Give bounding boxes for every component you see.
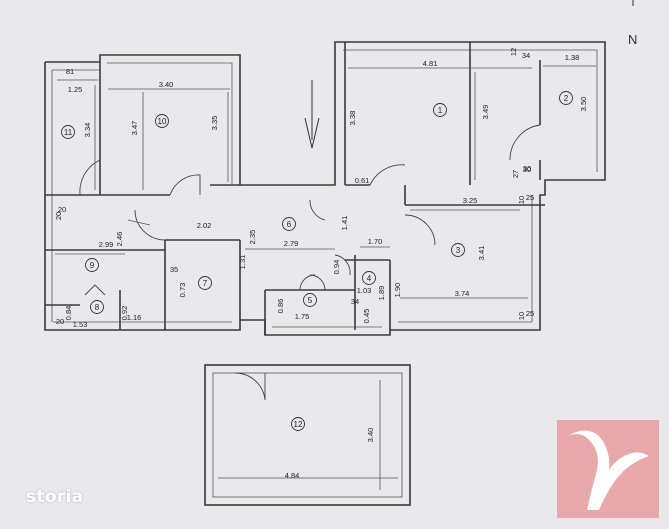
room-12-circle bbox=[291, 417, 305, 431]
outer-walls bbox=[44, 41, 606, 336]
extra-dimension-label: 25 bbox=[526, 193, 534, 202]
room-2-number: 2 bbox=[564, 94, 569, 103]
room-6-circle bbox=[282, 217, 296, 231]
room-4-dimension: 1.89 bbox=[377, 286, 386, 301]
compass-north-label: N bbox=[628, 32, 637, 47]
room-1-dimension: 3.49 bbox=[481, 105, 490, 120]
extra-dimension-label: 0.94 bbox=[332, 260, 341, 275]
room-6-dimension: 2.35 bbox=[248, 230, 257, 245]
brand-watermark: storia bbox=[26, 487, 84, 507]
logo-mark bbox=[565, 430, 649, 510]
room-3-circle bbox=[451, 243, 465, 257]
entrance-arrow bbox=[304, 80, 320, 149]
room-11-circle bbox=[61, 125, 75, 139]
room-3-dimension: 3.25 bbox=[463, 196, 478, 205]
room-3-number: 3 bbox=[456, 246, 461, 255]
room-2-circle bbox=[559, 91, 573, 105]
extra-dimension-label: 12 bbox=[509, 48, 518, 56]
room-8-number: 8 bbox=[95, 303, 100, 312]
room-9-circle bbox=[85, 258, 99, 272]
room-9-dimension: 0.92 bbox=[120, 306, 129, 321]
room-11-dimension: 3.34 bbox=[83, 123, 92, 138]
room-11-dimension: 1.25 bbox=[68, 85, 83, 94]
room-1-dimension: 3.38 bbox=[348, 111, 357, 126]
extra-dimension-label: 10 bbox=[517, 312, 526, 320]
dimension-labels: 4.81 3.49 3.38 1.38 3.50 3.25 3.41 3.74 1.90 1.03… bbox=[54, 48, 588, 480]
extra-dimension-label: 20 bbox=[56, 317, 64, 326]
room-9-number: 9 bbox=[90, 261, 95, 270]
room-2-dimension: 3.50 bbox=[579, 97, 588, 112]
room-1-number: 1 bbox=[438, 106, 443, 115]
room-2-dimension: 1.38 bbox=[565, 53, 580, 62]
room-12-dimension: 4.84 bbox=[285, 471, 300, 480]
extra-dimension-label: 35 bbox=[170, 265, 178, 274]
room-8-dimension: 1.53 bbox=[73, 320, 88, 329]
dimension-lines bbox=[55, 65, 596, 490]
room-5-dimension: 1.75 bbox=[295, 312, 310, 321]
room-3-dimension: 3.74 bbox=[455, 289, 470, 298]
room-9-dimension: 2.46 bbox=[115, 232, 124, 247]
room-10-dimension: 3.47 bbox=[130, 121, 139, 136]
room-5-circle bbox=[303, 293, 317, 307]
storia-logo bbox=[557, 420, 659, 518]
interior-walls bbox=[45, 42, 545, 335]
room-11-number: 11 bbox=[64, 128, 73, 137]
room-10-number: 10 bbox=[158, 117, 167, 126]
extra-dimension-label: 30 bbox=[523, 164, 531, 173]
room-12-number: 12 bbox=[294, 420, 303, 429]
room-6-dimension: 1.31 bbox=[238, 255, 247, 270]
room-1-dimension: 4.81 bbox=[423, 59, 438, 68]
extra-dimension-label: 20 bbox=[54, 212, 63, 220]
room-number-circles bbox=[61, 91, 573, 431]
room-10-dimension: 3.40 bbox=[159, 80, 174, 89]
extra-dimension-label: 10 bbox=[517, 196, 526, 204]
room-8-dimension: 0.84 bbox=[64, 306, 73, 321]
room-8-circle bbox=[90, 300, 104, 314]
room-4-circle bbox=[362, 271, 376, 285]
extra-dimension-label: 0.45 bbox=[362, 309, 371, 324]
extra-dimension-label: 81 bbox=[66, 67, 74, 76]
room-4-number: 4 bbox=[367, 274, 372, 283]
room-3-dimension: 1.90 bbox=[393, 283, 402, 298]
extra-dimension-label: 34 bbox=[522, 51, 530, 60]
extra-dimension-label: 34 bbox=[351, 297, 359, 306]
room-12-dimension: 3.40 bbox=[366, 428, 375, 443]
extra-dimension-label: 20 bbox=[58, 205, 66, 214]
room-5-number: 5 bbox=[308, 296, 313, 305]
extra-dimension-label: 25 bbox=[526, 309, 534, 318]
room-3-dimension: 3.41 bbox=[477, 246, 486, 261]
room-7-dimension: 0.73 bbox=[178, 283, 187, 298]
room-6-number: 6 bbox=[287, 220, 292, 229]
storage-room-walls bbox=[204, 364, 411, 506]
extra-dimension-label: 0.61 bbox=[355, 176, 370, 185]
room-7-circle bbox=[198, 276, 212, 290]
room-9-dimension: 2.99 bbox=[99, 240, 114, 249]
door-arcs bbox=[79, 124, 541, 296]
extra-dimension-label: 30 bbox=[523, 165, 531, 174]
room-1-circle bbox=[433, 103, 447, 117]
room-6-dimension: 2.79 bbox=[284, 239, 299, 248]
room-5-dimension: 0.86 bbox=[276, 299, 285, 314]
room-4-dimension: 1.03 bbox=[357, 286, 372, 295]
extra-dimension-label: 27 bbox=[511, 170, 520, 178]
room-6-dimension: 1.41 bbox=[340, 216, 349, 231]
room-10-circle bbox=[155, 114, 169, 128]
extra-dimension-label: 2.02 bbox=[197, 221, 212, 230]
room-9-dimension: 1.16 bbox=[127, 313, 142, 322]
room-7-number: 7 bbox=[203, 279, 208, 288]
room-10-dimension: 3.35 bbox=[210, 116, 219, 131]
room-6-dimension: 1.70 bbox=[368, 237, 383, 246]
